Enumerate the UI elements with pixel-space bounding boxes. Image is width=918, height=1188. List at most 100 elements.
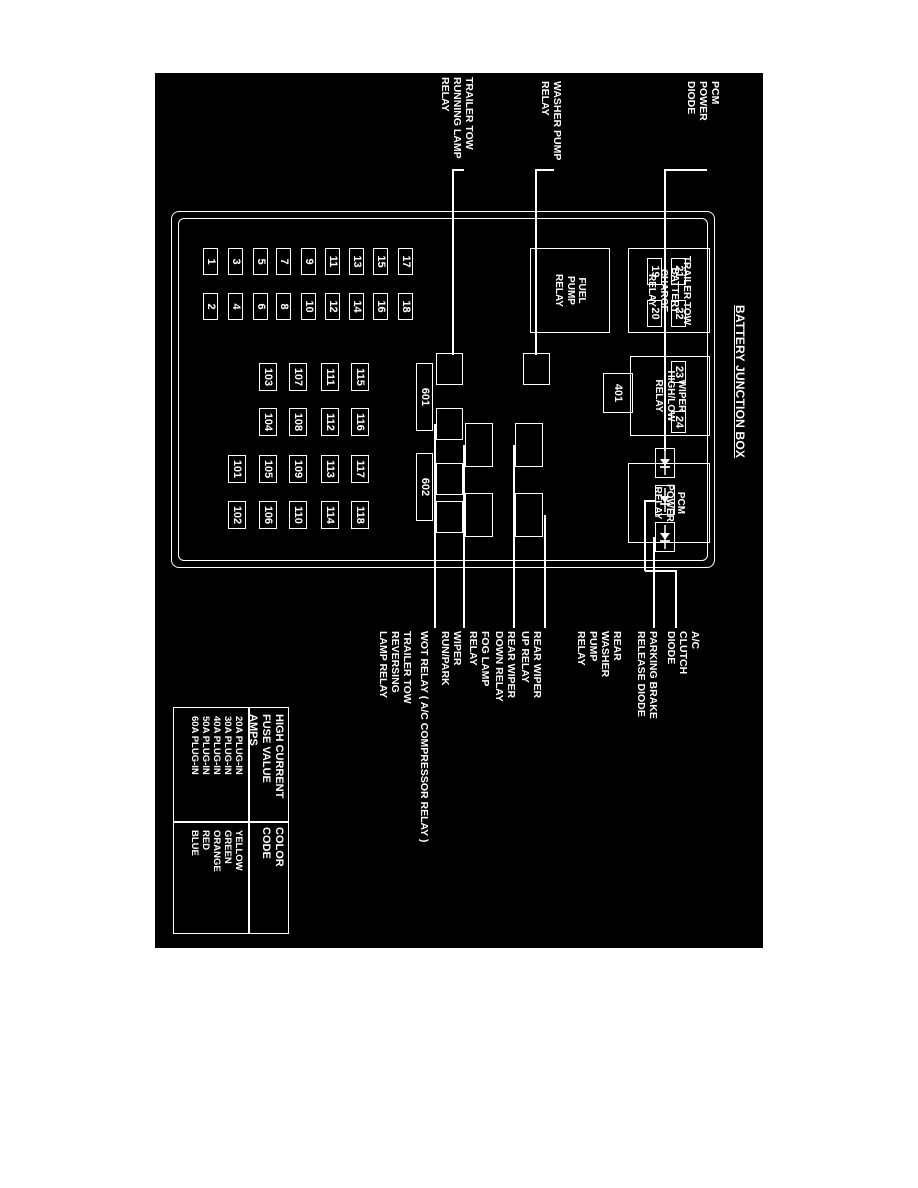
fuse-111: 111 (321, 363, 339, 391)
fuse-108: 108 (289, 408, 307, 436)
label-rear-wiper-up-2: UP RELAY (518, 631, 531, 683)
fuse-16: 16 (373, 293, 388, 320)
relay-rear-washer-pump (515, 493, 543, 537)
label-wot-relay: WOT RELAY ( A/C COMPRESSOR RELAY ) (418, 631, 430, 843)
relay-trailer-tow-battery-charge: TRAILER TOW BATTERY CHARGE RELAY (628, 248, 710, 333)
relay-wot (436, 463, 463, 495)
legend-color-5: BLUE (189, 830, 201, 856)
label-rear-wiper-up: REAR WIPER UP RELAY (519, 631, 543, 698)
relay-wiper-hl-line1: WIPER (676, 379, 688, 413)
legend-header-left: HIGH CURRENT FUSE VALUE AMPS (247, 708, 288, 821)
label-pcm-power-diode: PCM POWER DIODE (685, 81, 721, 121)
fuse-9: 9 (301, 248, 316, 275)
label-tt-running-lamp-3: RELAY (438, 77, 451, 112)
leader-tt-running-h (452, 169, 454, 355)
fuse-5: 5 (253, 248, 268, 275)
label-tt-reversing-1: TRAILER TOW (401, 631, 413, 704)
fuse-602: 602 (416, 453, 433, 521)
fuse-116: 116 (351, 408, 369, 436)
diode-parking-brake (655, 522, 675, 552)
legend-header-right: COLOR CODE (259, 827, 285, 867)
label-wiper-run-park-1: WIPER (451, 631, 463, 666)
label-rear-washer-1: REAR (611, 631, 623, 661)
legend-divider-left (248, 708, 250, 821)
label-tt-reversing-2: REVERSING (388, 631, 401, 693)
label-pcm-power-diode-3: DIODE (684, 81, 697, 115)
label-rear-wiper-down-1: REAR WIPER (505, 631, 517, 699)
fuse-115: 115 (351, 363, 369, 391)
relay-rear-wiper-up (515, 423, 543, 467)
label-fog-lamp-1: FOG LAMP (479, 631, 491, 687)
fuse-113: 113 (321, 455, 339, 483)
legend-amps-2: 30A PLUG-IN (222, 716, 234, 775)
label-parking-brake-diode: PARKING BRAKE RELEASE DIODE (635, 631, 659, 719)
legend-header-right-2: CODE (259, 827, 272, 859)
fuse-114: 114 (321, 501, 339, 529)
relay-rear-wiper-down (465, 423, 493, 467)
label-rear-washer-2: WASHER (598, 631, 611, 678)
label-tt-reversing-3: LAMP RELAY (376, 631, 389, 699)
fuse-14: 14 (349, 293, 364, 320)
label-fog-lamp-2: RELAY (466, 631, 479, 666)
label-rear-washer-pump-relay: REAR WASHER PUMP RELAY (575, 631, 623, 677)
label-ac-clutch-diode-3: DIODE (664, 631, 677, 665)
fuse-18: 18 (398, 293, 413, 320)
legend-amps-list: 20A PLUG-IN 30A PLUG-IN 40A PLUG-IN 50A … (188, 716, 244, 775)
fuse-109: 109 (289, 455, 307, 483)
fuse-103: 103 (259, 363, 277, 391)
leader-ac-clutch-b (644, 500, 646, 571)
fuse-101: 101 (228, 455, 246, 483)
diode-ac-clutch (655, 485, 675, 515)
relay-trailer-tow-reversing-lamp (436, 501, 463, 533)
leader-tt-reversing (434, 517, 436, 628)
fuse-112: 112 (321, 408, 339, 436)
relay-tt-battery-line1: TRAILER TOW (681, 255, 692, 326)
legend-header-right-1: COLOR (273, 827, 285, 867)
legend-header-left-1: HIGH CURRENT (273, 714, 285, 799)
relay-fuel-pump-line3: RELAY (553, 274, 565, 307)
fuse-110: 110 (289, 501, 307, 529)
leader-pcm-power-diode-h (664, 169, 666, 451)
fuse-10: 10 (301, 293, 316, 320)
label-rear-wiper-down: REAR WIPER DOWN RELAY (493, 631, 517, 702)
relay-wiper-hl-line3: RELAY (653, 379, 665, 413)
fuse-105: 105 (259, 455, 277, 483)
fuse-102: 102 (228, 501, 246, 529)
relay-fuel-pump: FUEL PUMP RELAY (530, 248, 610, 333)
relay-wiper-run-park (436, 408, 463, 440)
fuse-12: 12 (325, 293, 340, 320)
fuse-4: 4 (228, 293, 243, 320)
label-tt-reversing: TRAILER TOW REVERSING LAMP RELAY (377, 631, 413, 704)
fuse-401: 401 (603, 373, 633, 413)
fuse-15: 15 (373, 248, 388, 275)
label-wiper-run-park-2: RUN/PARK (438, 631, 451, 686)
diagram-title: BATTERY JUNCTION BOX (733, 305, 747, 459)
label-washer-pump-relay: WASHER PUMP RELAY (539, 81, 563, 160)
diode-pcm-power (655, 448, 675, 478)
legend-color-3: ORANGE (211, 830, 223, 872)
fuse-2: 2 (203, 293, 218, 320)
leader-rear-washer-b (544, 515, 546, 628)
fuse-6: 6 (253, 293, 268, 320)
fuse-117: 117 (351, 455, 369, 483)
label-parking-brake-2: RELEASE DIODE (634, 631, 647, 717)
label-wiper-run-park: WIPER RUN/PARK (439, 631, 463, 686)
leader-pcm-power-diode-v (665, 169, 707, 171)
legend-color-1: YELLOW (233, 830, 244, 871)
label-ac-clutch-diode: A/C CLUTCH DIODE (665, 631, 701, 674)
legend-amps-4: 50A PLUG-IN (200, 716, 212, 775)
fuse-11: 11 (325, 248, 340, 275)
legend-amps-5: 60A PLUG-IN (189, 716, 201, 775)
label-rear-wiper-down-2: DOWN RELAY (492, 631, 505, 702)
legend-amps-3: 40A PLUG-IN (211, 716, 223, 775)
label-ac-clutch-diode-1: A/C (689, 631, 701, 650)
fuse-106: 106 (259, 501, 277, 529)
diode-pcm-icon (660, 451, 670, 475)
fuse-601: 601 (416, 363, 433, 431)
relay-fog-lamp (465, 493, 493, 537)
diode-pb-icon (660, 525, 670, 549)
label-fog-lamp: FOG LAMP RELAY (467, 631, 491, 686)
label-pcm-power-diode-2: POWER (696, 81, 709, 121)
fuse-107: 107 (289, 363, 307, 391)
relay-fuel-pump-line2: PUMP (564, 276, 576, 305)
